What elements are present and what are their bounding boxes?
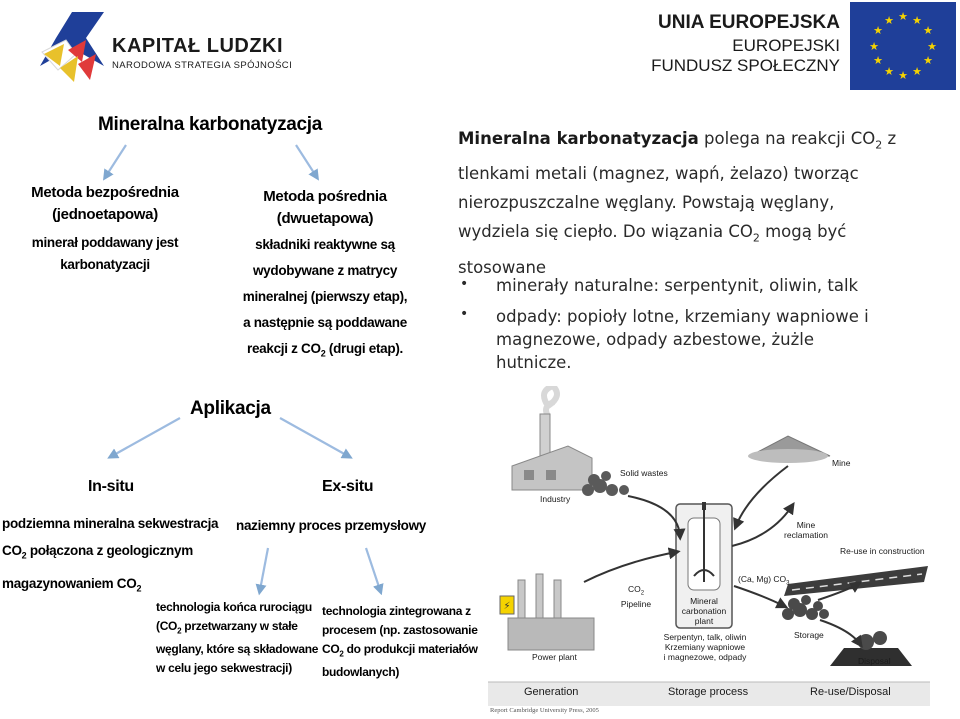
figure-credit: Report Cambridge University Press, 2005 bbox=[490, 707, 599, 714]
eu-stars-icon: ★★★ ★★★ ★★★ ★★★ bbox=[869, 10, 937, 82]
label-camg-co3: (Ca, Mg) CO3 bbox=[738, 574, 790, 587]
application-title: Aplikacja bbox=[190, 398, 271, 419]
label-disposal: Disposal bbox=[858, 656, 891, 666]
label-solid-wastes: Solid wastes bbox=[620, 468, 668, 478]
bullet-icon: • bbox=[460, 276, 469, 292]
integrated-desc: technologia zintegrowana z procesem (np.… bbox=[322, 604, 478, 680]
bullet-natural-minerals: minerały naturalne: serpentynit, oliwin,… bbox=[496, 276, 859, 295]
stage-generation: Generation bbox=[524, 686, 579, 698]
stage-strip bbox=[488, 682, 930, 706]
solid-wastes-pile-icon bbox=[582, 471, 629, 496]
industry-icon bbox=[511, 413, 593, 491]
ue-line3: FUNDUSZ SPOŁECZNY bbox=[651, 56, 840, 75]
process-illustration: ⚡ bbox=[488, 382, 930, 706]
svg-text:★: ★ bbox=[884, 65, 894, 78]
svg-text:★: ★ bbox=[912, 14, 922, 27]
svg-text:★: ★ bbox=[873, 54, 883, 67]
label-co2-pipeline: CO2 Pipeline bbox=[620, 584, 652, 609]
svg-text:★: ★ bbox=[927, 40, 937, 53]
ue-title: UNIA EUROPEJSKA bbox=[658, 12, 840, 33]
carbonation-plant-icon bbox=[675, 502, 733, 629]
indirect-method-desc: składniki reaktywne są wydobywane z matr… bbox=[242, 237, 408, 359]
stage-storage-process: Storage process bbox=[668, 686, 749, 698]
insitu-desc: podziemna mineralna sekwestracja CO2 poł… bbox=[2, 516, 219, 594]
arrow-mine-to-plant bbox=[733, 465, 789, 531]
svg-text:★: ★ bbox=[873, 24, 883, 37]
arrow-powerplant-to-plant bbox=[583, 547, 681, 583]
power-plant-icon: ⚡ bbox=[499, 573, 595, 651]
label-reuse-construction: Re-use in construction bbox=[840, 546, 925, 556]
mine-icon bbox=[748, 435, 831, 463]
kapital-ludzki-subtitle: NARODOWA STRATEGIA SPÓJNOŚCI bbox=[112, 60, 293, 71]
arrow-storage-to-disposal bbox=[819, 619, 863, 648]
paragraph-lead: Mineralna karbonatyzacja bbox=[458, 129, 699, 148]
stage-reuse-disposal: Re-use/Disposal bbox=[810, 686, 891, 698]
ue-line2: EUROPEJSKI bbox=[732, 36, 840, 55]
description-paragraph: Mineralna karbonatyzacja polega na reakc… bbox=[458, 129, 897, 277]
direct-method-title: Metoda bezpośrednia(jednoetapowa) bbox=[31, 184, 179, 223]
road-icon bbox=[784, 566, 928, 596]
arrow-storage-to-road bbox=[817, 581, 863, 601]
label-storage: Storage bbox=[794, 630, 824, 640]
insitu-title: In-situ bbox=[88, 478, 134, 495]
arrow-to-exsitu bbox=[279, 417, 353, 459]
svg-text:★: ★ bbox=[869, 40, 879, 53]
diagram-arrows bbox=[103, 144, 384, 596]
eu-flag-icon: ★★★ ★★★ ★★★ ★★★ bbox=[850, 2, 956, 90]
end-of-pipe-desc: technologia końca rurociągu (CO2 przetwa… bbox=[156, 600, 319, 676]
indirect-method-title: Metoda pośrednia(dwuetapowa) bbox=[263, 188, 387, 227]
svg-text:★: ★ bbox=[884, 14, 894, 27]
svg-text:★: ★ bbox=[923, 24, 933, 37]
kapital-ludzki-logo-icon bbox=[40, 12, 104, 82]
arrow-to-endofpipe bbox=[255, 547, 270, 596]
diagram-title: Mineralna karbonatyzacja bbox=[98, 114, 323, 135]
exsitu-title: Ex-situ bbox=[322, 478, 374, 495]
arrow-plant-to-reclamation bbox=[731, 502, 795, 547]
svg-text:★: ★ bbox=[923, 54, 933, 67]
arrow-to-indirect bbox=[295, 144, 319, 181]
svg-text:⚡: ⚡ bbox=[503, 601, 510, 612]
label-power-plant: Power plant bbox=[532, 652, 577, 662]
arrow-to-direct bbox=[103, 144, 127, 181]
storage-pile-icon bbox=[782, 595, 829, 620]
exsitu-desc: naziemny proces przemysłowy bbox=[236, 518, 426, 533]
svg-text:★: ★ bbox=[912, 65, 922, 78]
kapital-ludzki-title: KAPITAŁ LUDZKI bbox=[112, 35, 284, 57]
bullet-icon: • bbox=[460, 306, 469, 322]
arrow-to-insitu bbox=[107, 417, 181, 459]
svg-text:★: ★ bbox=[898, 10, 908, 23]
label-mine: Mine bbox=[832, 458, 851, 468]
arrow-to-integrated bbox=[364, 547, 384, 596]
arrow-wastes-to-plant bbox=[627, 495, 686, 541]
bullet-wastes: odpady: popioły lotne, krzemiany wapniow… bbox=[496, 307, 869, 372]
arrow-plant-to-storage bbox=[733, 585, 789, 609]
label-industry: Industry bbox=[540, 494, 571, 504]
svg-text:★: ★ bbox=[898, 69, 908, 82]
